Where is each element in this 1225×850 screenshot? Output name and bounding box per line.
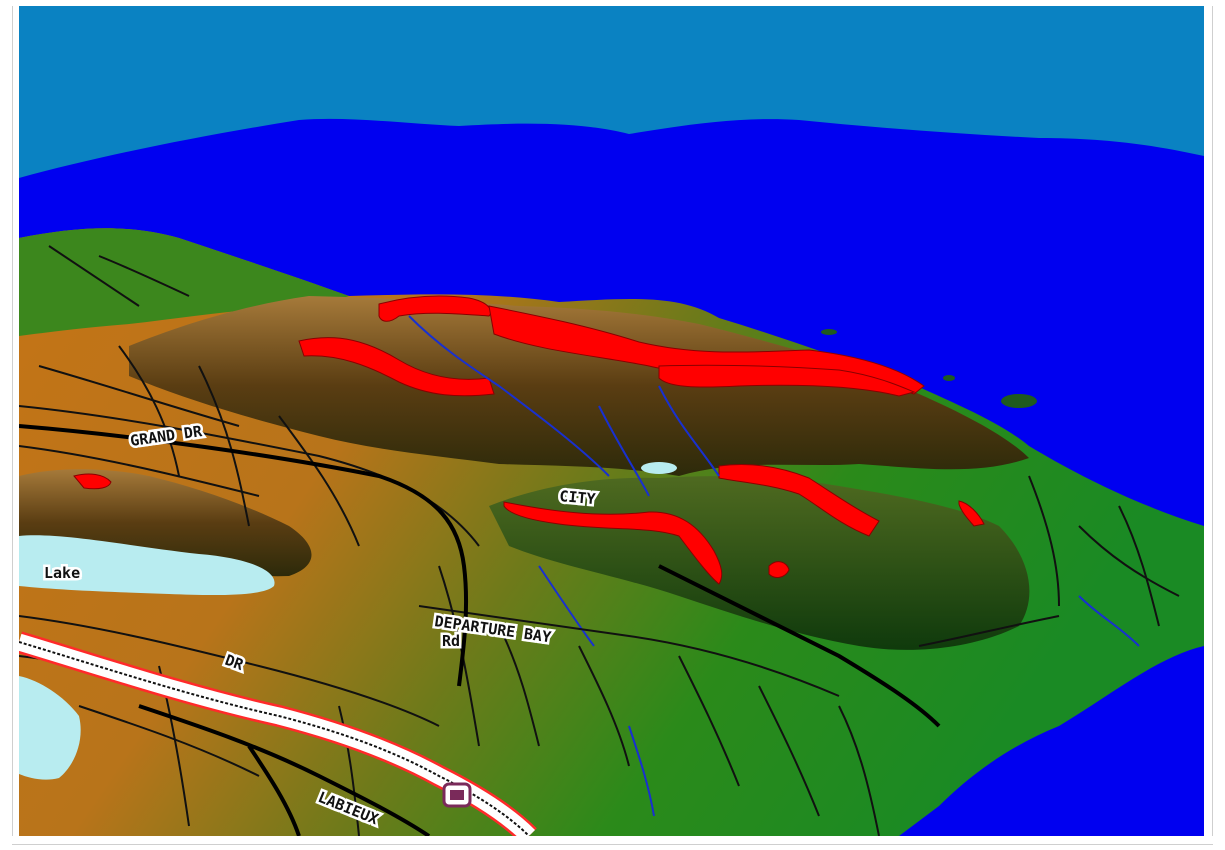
label-rd: Rd bbox=[442, 632, 460, 650]
frame-border-left bbox=[12, 6, 13, 836]
frame-border-bottom bbox=[12, 844, 1213, 845]
streams bbox=[408, 315, 1140, 817]
frame-border-right bbox=[1212, 6, 1213, 836]
northwest-green-strip bbox=[19, 228, 349, 336]
ridge-highlight bbox=[298, 337, 495, 397]
island bbox=[1001, 394, 1037, 408]
ridge-highlights bbox=[73, 295, 985, 585]
highway bbox=[19, 631, 537, 836]
ridge-highlight bbox=[378, 295, 492, 322]
terrain-scene: GRAND DR DEPARTURE BAY Rd Lake DR LABIEU… bbox=[19, 6, 1204, 836]
ridge-highlight bbox=[503, 501, 723, 585]
island bbox=[821, 329, 837, 335]
3d-terrain-viewport[interactable]: GRAND DR DEPARTURE BAY Rd Lake DR LABIEU… bbox=[19, 6, 1204, 836]
lake-southwest bbox=[19, 676, 81, 780]
major-roads bbox=[19, 424, 941, 836]
ridge-highlight bbox=[718, 464, 880, 537]
highway-shield bbox=[442, 782, 472, 808]
label-lake: Lake bbox=[44, 564, 80, 582]
label-city: CITY bbox=[559, 487, 597, 508]
lake-center bbox=[641, 462, 677, 474]
lake-west bbox=[19, 535, 275, 596]
ridge-highlight bbox=[768, 561, 790, 578]
ridge-highlight bbox=[658, 364, 916, 397]
ridge-highlight bbox=[958, 500, 985, 527]
ridge-highlight bbox=[73, 473, 112, 490]
island bbox=[943, 375, 955, 381]
